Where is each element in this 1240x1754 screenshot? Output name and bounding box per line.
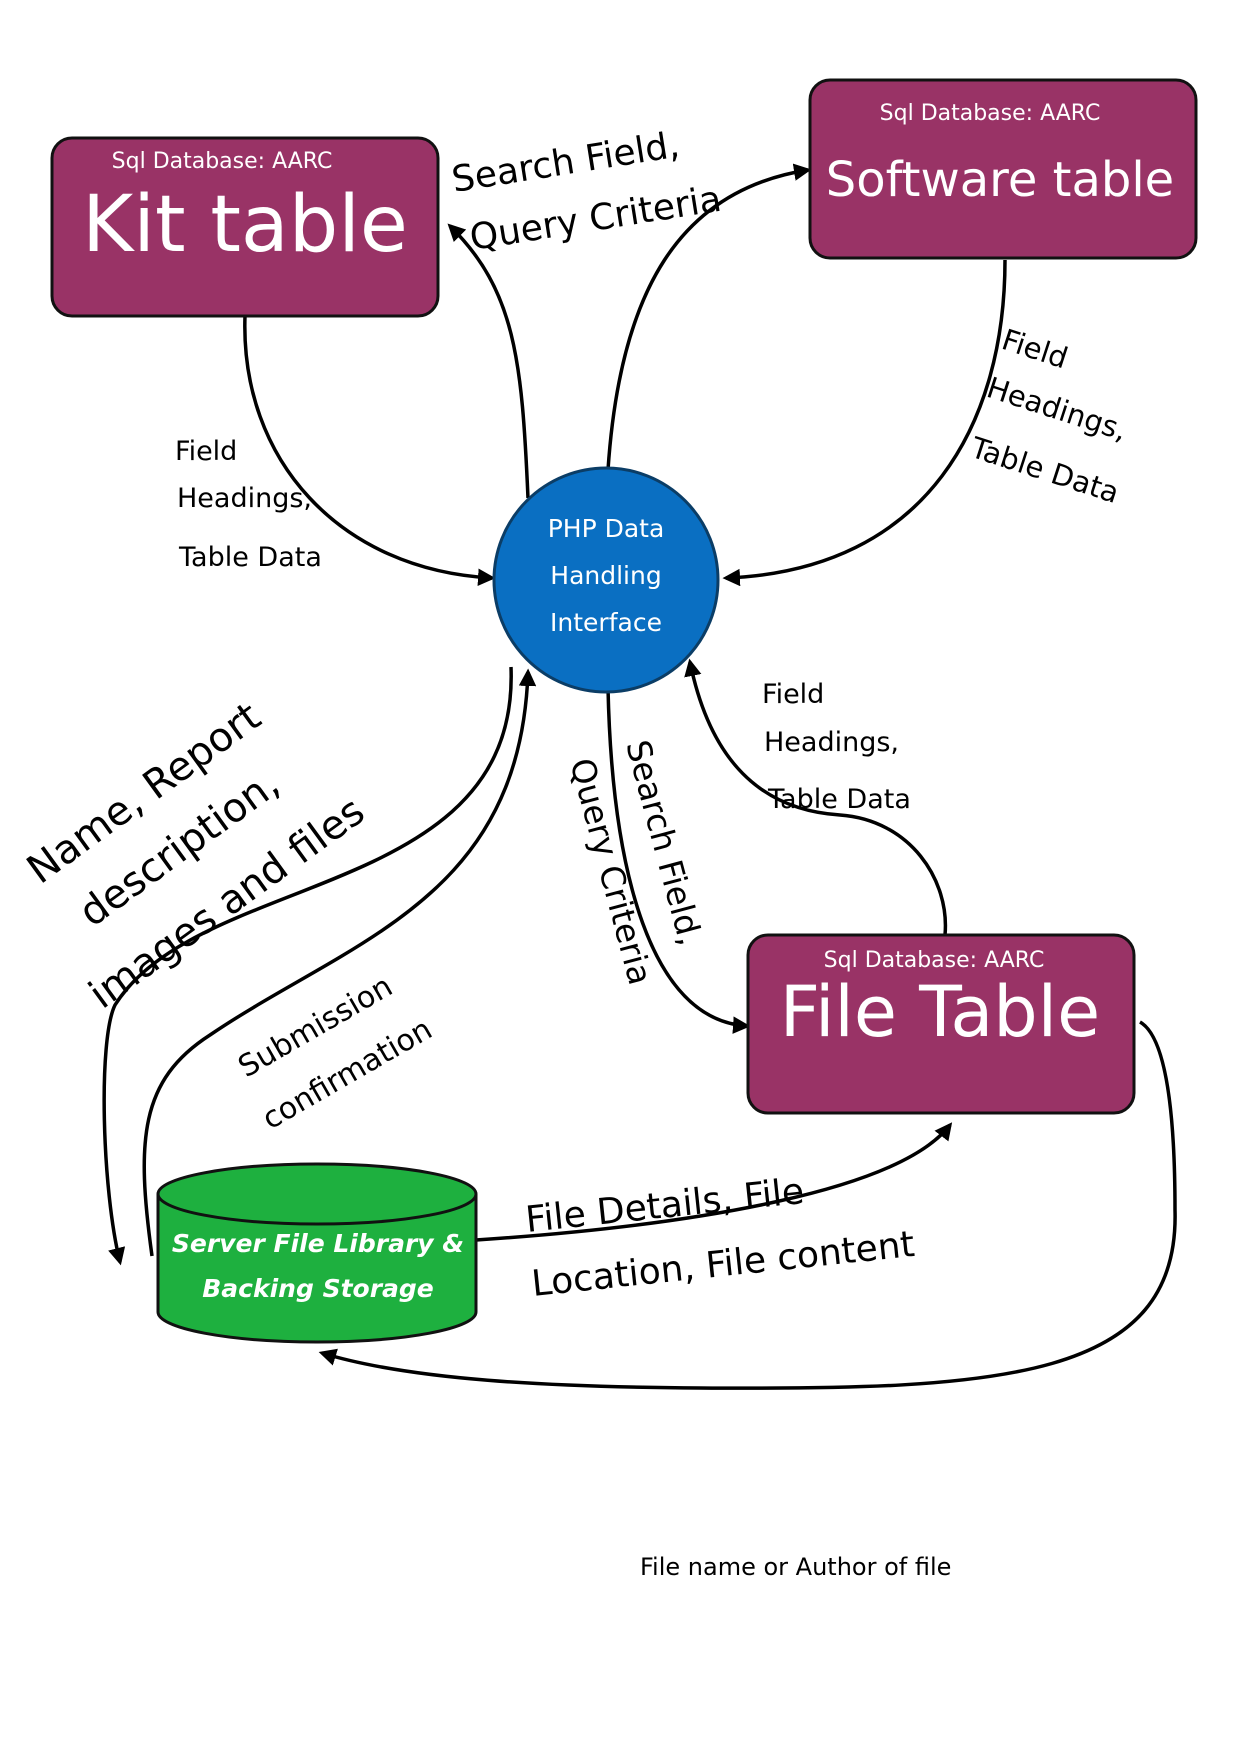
arrow-php-to-kit <box>447 223 530 499</box>
arrow-kit-to-php <box>243 315 496 586</box>
arrow-file-to-php <box>684 658 948 936</box>
kit-table-title: Kit table <box>82 180 408 270</box>
edge-label-file-line1: Field <box>762 679 824 710</box>
edge-label-file-details: File Details, File Location, File conten… <box>524 1171 917 1305</box>
edge-label-kit-line2: Headings, <box>177 483 312 514</box>
software-table-title: Software table <box>826 152 1174 208</box>
edge-label-kit-line1: Field <box>175 436 237 467</box>
file-table-db-label: Sql Database: AARC <box>824 948 1045 973</box>
arrow-storage-to-php <box>142 668 537 1257</box>
software-table-node: Sql Database: AARC Software table <box>808 78 1198 260</box>
php-label-line1: PHP Data <box>548 514 665 543</box>
file-table-box <box>746 933 1136 1115</box>
arrow-php-to-storage <box>102 666 513 1266</box>
edge-label-confirmation: Submission confirmation <box>233 969 439 1137</box>
file-table-title: File Table <box>780 971 1100 1053</box>
edge-label-search-vertical: Search Field, Query Criteria <box>562 736 710 989</box>
storage-cylinder-top <box>156 1162 478 1226</box>
arrow-storage-to-file <box>475 1122 953 1242</box>
storage-label-line1: Server File Library & <box>172 1229 464 1258</box>
storage-cylinder-body <box>156 1194 478 1344</box>
storage-cylinder-node: Server File Library & Backing Storage <box>156 1162 478 1344</box>
storage-label-line2: Backing Storage <box>202 1274 434 1303</box>
edge-label-file-details-line1: File Details, File <box>524 1171 806 1241</box>
php-label-line3: Interface <box>550 608 662 637</box>
edge-label-software-line1: Field <box>998 322 1072 375</box>
edge-label-software-line3: Table Data <box>966 430 1123 510</box>
arrow-software-to-php <box>722 259 1007 587</box>
php-interface-node: PHP Data Handling Interface <box>492 466 720 694</box>
edge-label-software-line2: Headings, <box>983 370 1131 447</box>
software-table-box <box>808 78 1198 260</box>
kit-table-node: Sql Database: AARC Kit table <box>50 136 440 318</box>
php-interface-circle <box>492 466 720 694</box>
kit-table-box <box>50 136 440 318</box>
edge-label-software-data: Field Headings, Table Data <box>966 322 1131 510</box>
edge-label-kit-line3: Table Data <box>178 542 322 573</box>
edge-label-kit-data: Field Headings, Table Data <box>175 436 322 573</box>
arrow-php-to-software <box>606 163 812 471</box>
edge-label-file-line3: Table Data <box>767 784 911 815</box>
arrow-file-to-storage <box>318 1020 1177 1390</box>
edge-label-file-details-line2: Location, File content <box>530 1224 917 1305</box>
footer-note: File name or Author of file <box>640 1553 951 1581</box>
edge-label-search-top: Search Field, Query Criteria <box>449 124 724 258</box>
php-label-line2: Handling <box>550 561 661 590</box>
edge-label-file-line2: Headings, <box>764 727 899 758</box>
software-table-db-label: Sql Database: AARC <box>880 101 1101 126</box>
arrow-php-to-file <box>606 687 751 1034</box>
edge-label-file-data: Field Headings, Table Data <box>762 679 911 815</box>
kit-table-db-label: Sql Database: AARC <box>112 149 333 174</box>
file-table-node: Sql Database: AARC File Table <box>746 933 1136 1115</box>
